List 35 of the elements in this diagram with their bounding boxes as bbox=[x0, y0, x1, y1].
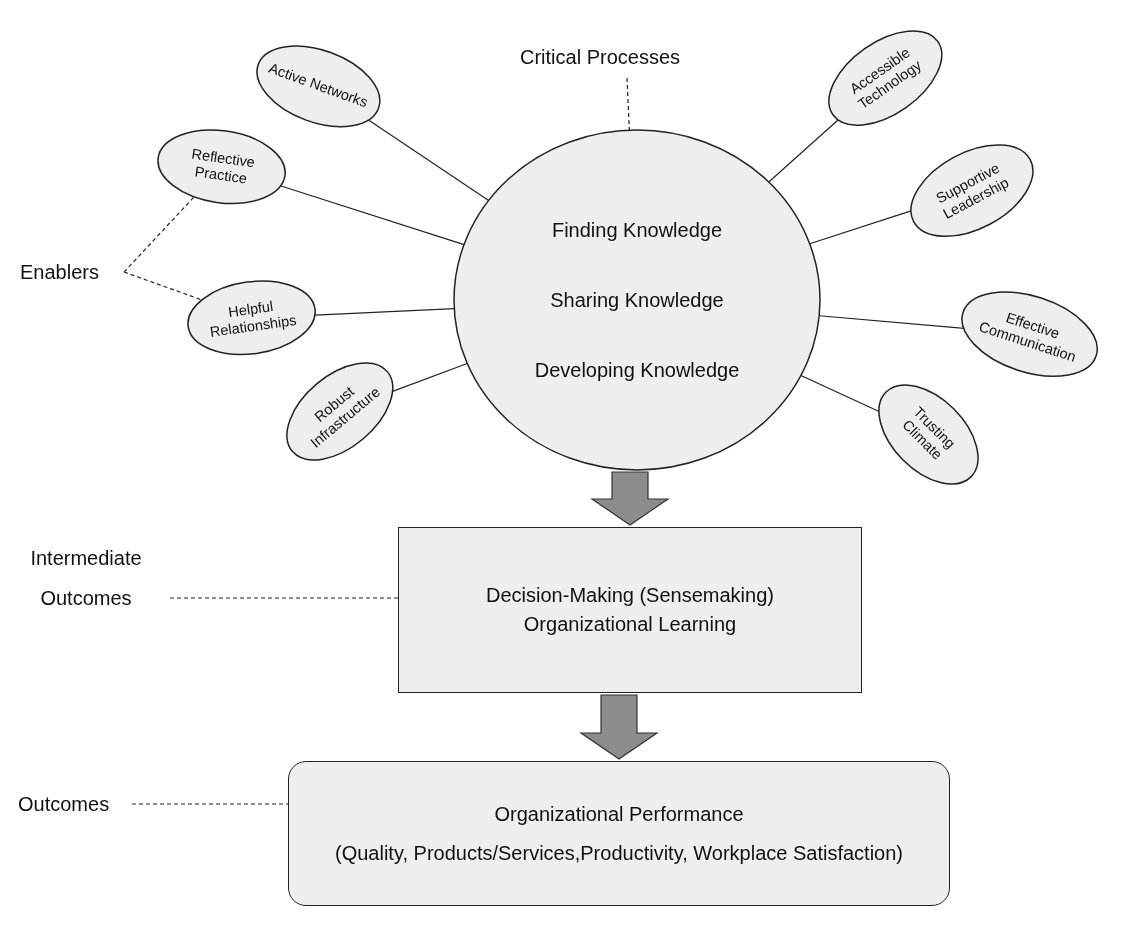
node-text: Developing Knowledge bbox=[534, 358, 740, 382]
connector-line bbox=[280, 185, 465, 246]
node-text: Sharing Knowledge bbox=[550, 288, 724, 312]
enabler-ellipse bbox=[157, 129, 287, 205]
connector-line bbox=[768, 119, 839, 183]
section-label: Intermediate Outcomes bbox=[29, 546, 143, 611]
node-text: Finding Knowledge bbox=[551, 218, 723, 242]
block-arrow bbox=[590, 471, 670, 526]
leader-line bbox=[131, 803, 289, 805]
node-text: Decision-Making (Sensemaking) Organizational Learning bbox=[485, 583, 775, 637]
leader-line bbox=[123, 196, 195, 273]
node-text: Helpful Relationships bbox=[207, 296, 299, 342]
node-text: Reflective Practice bbox=[189, 144, 257, 189]
enabler-ellipse bbox=[187, 280, 317, 356]
enabler-ellipse bbox=[961, 290, 1099, 378]
process-circle bbox=[453, 129, 821, 471]
outcome-box bbox=[398, 527, 862, 693]
connector-line bbox=[392, 362, 468, 392]
enabler-ellipse bbox=[877, 383, 979, 485]
leader-line bbox=[626, 77, 630, 131]
section-label: Enablers bbox=[20, 260, 99, 284]
block-arrow bbox=[579, 694, 659, 760]
enabler-ellipse bbox=[255, 44, 381, 128]
section-label: Outcomes bbox=[18, 792, 110, 816]
connector-line bbox=[367, 119, 490, 202]
node-text: Organizational Performance bbox=[494, 801, 744, 827]
enabler-ellipse bbox=[286, 361, 394, 461]
outcome-box bbox=[288, 761, 950, 906]
connector-line bbox=[809, 210, 912, 245]
enabler-ellipse bbox=[910, 144, 1034, 238]
node-text: (Quality, Products/Services,Productivity, Workplace Satisfaction) bbox=[335, 840, 903, 866]
enabler-ellipse bbox=[827, 29, 943, 127]
leader-line bbox=[169, 597, 399, 599]
leader-line bbox=[123, 271, 203, 301]
section-label: Critical Processes bbox=[520, 45, 681, 69]
